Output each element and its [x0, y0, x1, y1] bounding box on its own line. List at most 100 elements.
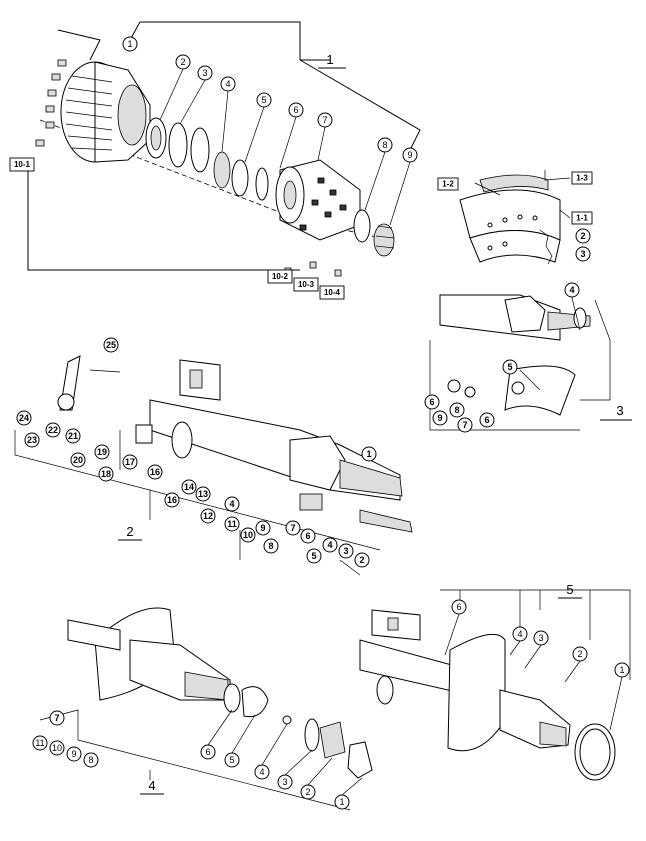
svg-text:1: 1: [127, 39, 132, 49]
a2-callout-25: 25: [103, 337, 119, 353]
a4-callout-8: 8: [83, 752, 99, 768]
a5-callout-1: 1: [614, 662, 630, 678]
a4-callout-9: 9: [66, 746, 82, 762]
svg-text:10-2: 10-2: [272, 272, 289, 281]
a2-callout-16b: 16: [164, 492, 180, 508]
a5-callout-2: 2: [572, 646, 588, 662]
svg-text:7: 7: [322, 115, 327, 125]
svg-text:9: 9: [260, 523, 265, 533]
svg-text:3: 3: [202, 68, 207, 78]
a1-callout-5: 5: [256, 92, 272, 108]
a3-callout-8: 8: [449, 402, 465, 418]
svg-text:7: 7: [54, 713, 59, 723]
svg-text:3: 3: [538, 633, 543, 643]
a1-box-10-2: 10-2: [267, 269, 293, 284]
a2-callout-3: 3: [338, 543, 354, 559]
svg-text:21: 21: [68, 431, 78, 441]
a4-callout-4: 4: [254, 764, 270, 780]
svg-text:14: 14: [184, 482, 194, 492]
svg-text:25: 25: [106, 340, 116, 350]
svg-text:1-1: 1-1: [576, 214, 588, 223]
axle-hub-right-drawing: [359, 609, 616, 781]
svg-text:7: 7: [290, 523, 295, 533]
axle-brake-drawing: [439, 294, 591, 416]
svg-text:10-4: 10-4: [324, 288, 341, 297]
svg-text:18: 18: [101, 469, 111, 479]
a1-callout-4: 4: [220, 76, 236, 92]
a2-callout-14: 14: [181, 479, 197, 495]
a1-callout-9: 9: [402, 147, 418, 163]
a4-callout-11: 11: [32, 735, 48, 751]
svg-text:6: 6: [293, 105, 298, 115]
wheel-hub: [275, 159, 361, 241]
svg-text:13: 13: [198, 489, 208, 499]
svg-text:3: 3: [282, 777, 287, 787]
a2-callout-11: 11: [224, 516, 240, 532]
a1-callout-2: 2: [175, 54, 191, 70]
a4-callout-5: 5: [224, 752, 240, 768]
shoe-callout-2: 2: [575, 228, 591, 244]
svg-text:4: 4: [569, 285, 574, 295]
group-label-5: 5: [558, 582, 582, 599]
svg-text:16: 16: [167, 495, 177, 505]
a3-callout-7: 7: [457, 417, 473, 433]
svg-text:3: 3: [616, 403, 623, 418]
stud-10-4: [334, 269, 342, 277]
a1-box-10-4: 10-4: [319, 285, 345, 300]
svg-text:8: 8: [382, 140, 387, 150]
a2-callout-4b: 4: [322, 537, 338, 553]
svg-text:9: 9: [437, 413, 442, 423]
a2-callout-12: 12: [200, 508, 216, 524]
svg-text:2: 2: [580, 231, 585, 241]
a4-callout-10: 10: [49, 740, 65, 756]
svg-text:5: 5: [229, 755, 234, 765]
a4-callout-1: 1: [334, 794, 350, 810]
svg-text:6: 6: [305, 531, 310, 541]
svg-text:4: 4: [517, 629, 522, 639]
svg-text:8: 8: [88, 755, 93, 765]
a1-callout-6: 6: [288, 102, 304, 118]
svg-text:1-2: 1-2: [442, 180, 454, 189]
svg-text:10: 10: [52, 743, 62, 753]
svg-text:1: 1: [366, 449, 371, 459]
a2-callout-16a: 16: [147, 464, 163, 480]
svg-text:17: 17: [125, 457, 135, 467]
svg-text:12: 12: [203, 511, 213, 521]
a1-box-10-3: 10-3: [293, 277, 319, 292]
a2-callout-7: 7: [285, 520, 301, 536]
svg-text:5: 5: [507, 362, 512, 372]
svg-text:6: 6: [429, 397, 434, 407]
svg-text:4: 4: [225, 79, 230, 89]
a5-callout-3: 3: [533, 630, 549, 646]
svg-text:2: 2: [305, 787, 310, 797]
svg-text:24: 24: [19, 413, 29, 423]
svg-text:4: 4: [259, 767, 264, 777]
a2-callout-8: 8: [263, 538, 279, 554]
hub-assembly-drawing: [27, 21, 421, 277]
a3-callout-9: 9: [432, 410, 448, 426]
a4-callout-7: 7: [49, 710, 65, 726]
a4-callout-2: 2: [300, 784, 316, 800]
group-label-3: 3: [600, 403, 632, 421]
inner-bearing: [213, 151, 269, 201]
a1-callout-7: 7: [317, 112, 333, 128]
svg-text:2: 2: [577, 649, 582, 659]
svg-text:4: 4: [327, 540, 332, 550]
a2-callout-23: 23: [24, 432, 40, 448]
svg-text:1: 1: [326, 52, 333, 67]
seal-rings: [145, 117, 210, 173]
a2-callout-1: 1: [361, 446, 377, 462]
a1-box-10-1: 10-1: [9, 157, 35, 172]
a4-callout-6: 6: [200, 744, 216, 760]
a2-callout-5: 5: [306, 548, 322, 564]
svg-text:5: 5: [311, 551, 316, 561]
shoe-box-1-2: 1-2: [437, 177, 459, 191]
svg-text:6: 6: [205, 747, 210, 757]
svg-text:6: 6: [456, 602, 461, 612]
svg-text:5: 5: [261, 95, 266, 105]
svg-text:16: 16: [150, 467, 160, 477]
wheel-studs: [35, 59, 67, 147]
svg-text:2: 2: [180, 57, 185, 67]
a2-callout-22: 22: [45, 422, 61, 438]
shoe-box-1-3: 1-3: [571, 171, 593, 185]
